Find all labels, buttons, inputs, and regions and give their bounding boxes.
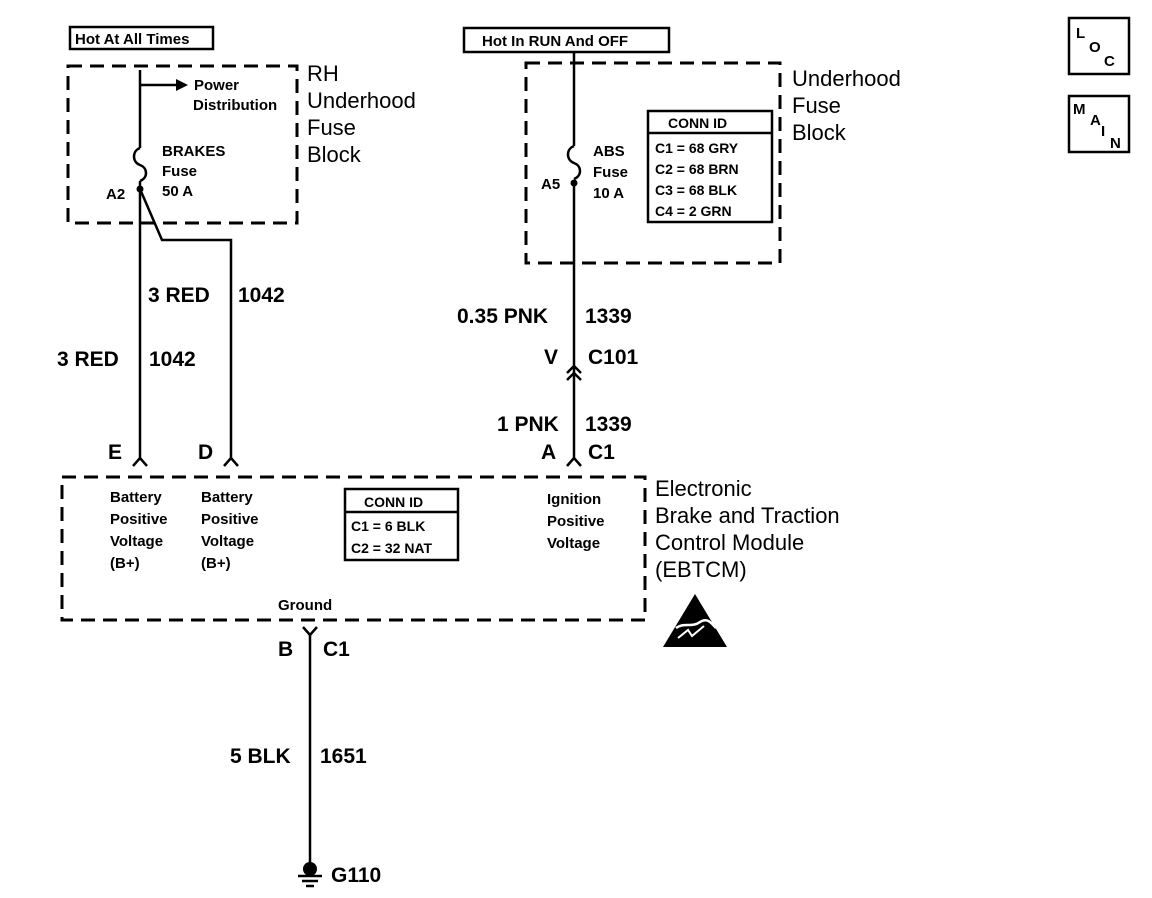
svg-text:D: D xyxy=(198,441,213,464)
svg-text:A5: A5 xyxy=(541,176,560,193)
svg-text:C: C xyxy=(1104,53,1115,70)
svg-text:C1 = 68 GRY: C1 = 68 GRY xyxy=(655,140,739,156)
ebtcm-input-a: Ignition Positive Voltage xyxy=(547,491,605,552)
svg-text:Fuse: Fuse xyxy=(792,93,841,118)
power-distribution-arrow: Power Distribution xyxy=(140,77,277,114)
svg-text:B: B xyxy=(278,638,293,661)
ebtcm-module: Electronic Brake and Traction Control Mo… xyxy=(60,475,840,622)
ground-symbol-icon: G110 xyxy=(298,862,381,888)
ebtcm-input-e: Battery Positive Voltage (B+) xyxy=(110,489,168,572)
svg-text:1042: 1042 xyxy=(149,348,196,371)
svg-text:C2 = 32 NAT: C2 = 32 NAT xyxy=(351,540,432,556)
svg-text:M: M xyxy=(1073,101,1086,118)
svg-text:Battery: Battery xyxy=(201,489,253,506)
svg-text:A: A xyxy=(1090,112,1101,129)
svg-text:(B+): (B+) xyxy=(110,555,140,572)
svg-text:Voltage: Voltage xyxy=(547,535,600,552)
svg-text:A: A xyxy=(541,441,556,464)
underhood-conn-id-box: CONN ID C1 = 68 GRY C2 = 68 BRN C3 = 68 … xyxy=(646,109,774,224)
svg-text:CONN ID: CONN ID xyxy=(668,115,727,131)
svg-text:1339: 1339 xyxy=(585,305,632,328)
svg-text:A2: A2 xyxy=(106,186,125,203)
ebtcm-ground-label: Ground xyxy=(278,597,332,614)
svg-text:Positive: Positive xyxy=(201,511,259,528)
svg-text:1651: 1651 xyxy=(320,745,367,768)
svg-text:Block: Block xyxy=(307,142,362,167)
abs-fuse: ABS Fuse 10 A A5 xyxy=(541,52,628,202)
svg-text:Fuse: Fuse xyxy=(593,164,628,181)
svg-text:Battery: Battery xyxy=(110,489,162,506)
svg-text:Distribution: Distribution xyxy=(193,97,277,114)
svg-text:5 BLK: 5 BLK xyxy=(230,745,291,768)
svg-text:O: O xyxy=(1089,39,1101,56)
svg-text:Control Module: Control Module xyxy=(655,530,804,555)
svg-text:3 RED: 3 RED xyxy=(148,284,210,307)
c101-connector: V C101 xyxy=(544,346,639,381)
svg-text:I: I xyxy=(1101,123,1105,140)
svg-text:Hot In RUN And OFF: Hot In RUN And OFF xyxy=(482,33,628,50)
svg-text:V: V xyxy=(544,346,558,369)
svg-text:Positive: Positive xyxy=(547,513,605,530)
svg-text:C3 = 68 BLK: C3 = 68 BLK xyxy=(655,182,737,198)
svg-text:10 A: 10 A xyxy=(593,185,624,202)
brakes-fuse: BRAKES Fuse 50 A A2 xyxy=(106,70,225,203)
svg-text:Fuse: Fuse xyxy=(307,115,356,140)
svg-text:G110: G110 xyxy=(331,864,381,887)
main-button[interactable]: M A I N xyxy=(1067,94,1131,154)
svg-text:1339: 1339 xyxy=(585,413,632,436)
svg-text:Underhood: Underhood xyxy=(307,88,416,113)
svg-text:Electronic: Electronic xyxy=(655,476,752,501)
svg-text:C1 = 6 BLK: C1 = 6 BLK xyxy=(351,518,425,534)
svg-text:N: N xyxy=(1110,135,1121,152)
loc-button[interactable]: L O C xyxy=(1067,16,1131,76)
svg-text:Underhood: Underhood xyxy=(792,66,901,91)
ebtcm-conn-id-box: CONN ID C1 = 6 BLK C2 = 32 NAT xyxy=(343,487,460,562)
ebtcm-input-d: Battery Positive Voltage (B+) xyxy=(201,489,259,572)
svg-text:CONN ID: CONN ID xyxy=(364,494,423,510)
svg-text:1 PNK: 1 PNK xyxy=(497,413,559,436)
svg-text:Ignition: Ignition xyxy=(547,491,601,508)
svg-text:0.35 PNK: 0.35 PNK xyxy=(457,305,548,328)
underhood-fuse-block: Underhood Fuse Block xyxy=(524,61,901,265)
svg-text:Voltage: Voltage xyxy=(110,533,163,550)
svg-text:C1: C1 xyxy=(588,441,615,464)
svg-text:Fuse: Fuse xyxy=(162,163,197,180)
hot-at-all-times-header: Hot At All Times xyxy=(68,25,215,51)
svg-text:RH: RH xyxy=(307,61,339,86)
svg-text:(EBTCM): (EBTCM) xyxy=(655,557,747,582)
pnk-wire: 0.35 PNK 1339 1 PNK 1339 xyxy=(457,183,632,458)
svg-text:Positive: Positive xyxy=(110,511,168,528)
svg-text:L: L xyxy=(1076,25,1085,42)
svg-text:Voltage: Voltage xyxy=(201,533,254,550)
svg-text:Brake and Traction: Brake and Traction xyxy=(655,503,840,528)
esd-warning-icon xyxy=(663,594,727,647)
svg-text:(B+): (B+) xyxy=(201,555,231,572)
rh-fuse-block: RH Underhood Fuse Block xyxy=(66,61,416,225)
red-wires: 3 RED 1042 3 RED 1042 xyxy=(57,188,285,458)
svg-text:1042: 1042 xyxy=(238,284,285,307)
svg-text:3 RED: 3 RED xyxy=(57,348,119,371)
ebtcm-top-pins: E D A C1 xyxy=(108,441,615,467)
svg-text:C101: C101 xyxy=(588,346,639,369)
svg-text:Power: Power xyxy=(194,77,239,94)
ground-wire: B C1 5 BLK 1651 xyxy=(230,626,367,866)
svg-text:BRAKES: BRAKES xyxy=(162,143,225,160)
svg-text:C4 = 2 GRN: C4 = 2 GRN xyxy=(655,203,732,219)
svg-text:Ground: Ground xyxy=(278,597,332,614)
svg-text:C1: C1 xyxy=(323,638,350,661)
svg-text:ABS: ABS xyxy=(593,143,625,160)
svg-text:E: E xyxy=(108,441,122,464)
svg-text:Hot At All Times: Hot At All Times xyxy=(75,31,189,48)
svg-text:C2 = 68 BRN: C2 = 68 BRN xyxy=(655,161,739,177)
svg-text:50 A: 50 A xyxy=(162,183,193,200)
svg-text:Block: Block xyxy=(792,120,847,145)
hot-in-run-header: Hot In RUN And OFF xyxy=(462,26,671,54)
